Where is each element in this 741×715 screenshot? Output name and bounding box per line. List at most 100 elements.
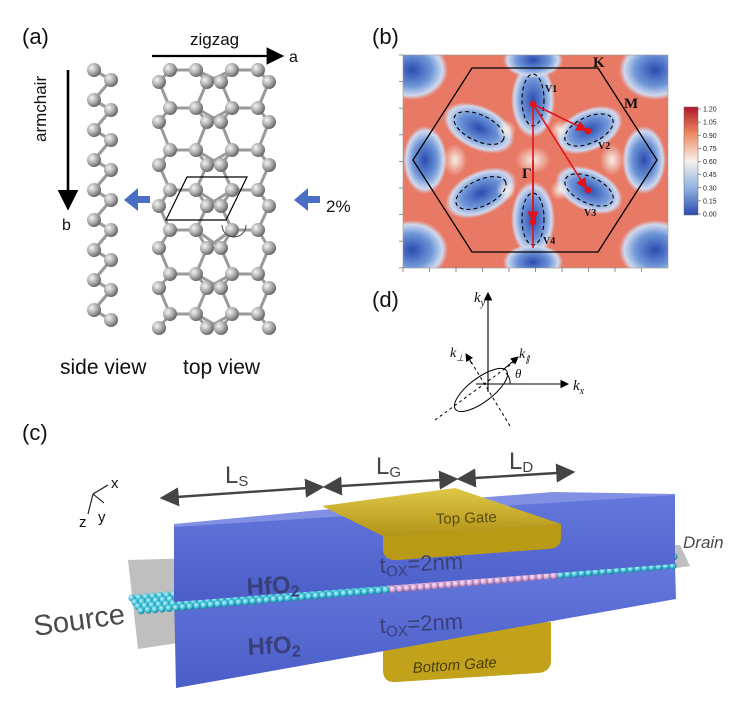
side-atom xyxy=(87,153,101,167)
top-atom xyxy=(262,241,276,255)
tox-bottom-label: tOX=2nm xyxy=(379,609,464,641)
side-atom xyxy=(104,223,118,237)
colorbar-tick-label: 1.05 xyxy=(703,120,717,127)
top-atom xyxy=(262,158,276,172)
top-atom xyxy=(189,267,203,281)
top-atom xyxy=(163,101,177,115)
top-atom xyxy=(200,115,214,129)
side-atom xyxy=(104,163,118,177)
top-gate-label: Top Gate xyxy=(436,509,497,528)
ls-label: LS xyxy=(225,462,248,490)
colorbar-ticks: 1.201.050.900.750.600.450.300.150.00 xyxy=(698,107,717,219)
axis-x-label: x xyxy=(111,475,119,492)
side-atom xyxy=(104,253,118,267)
axis-z-label: z xyxy=(79,514,87,531)
source-label: Source xyxy=(32,598,127,642)
side-atom xyxy=(87,243,101,257)
top-atom xyxy=(163,223,177,237)
side-atom xyxy=(87,213,101,227)
valley-vectors xyxy=(527,100,592,248)
valley-v1-label: V1 xyxy=(545,84,557,95)
k-point-label: K xyxy=(593,55,605,71)
side-atom xyxy=(104,133,118,147)
top-atom xyxy=(200,241,214,255)
top-atom xyxy=(225,267,239,281)
ld-label: LD xyxy=(509,448,533,476)
hfo2-top-label: HfO2 xyxy=(246,571,300,603)
kperp-arrow xyxy=(465,353,474,365)
axis-b-label: b xyxy=(62,217,71,234)
theta-label: θ xyxy=(515,366,522,381)
top-atom xyxy=(251,143,265,157)
side-atom xyxy=(104,103,118,117)
colorbar-tick-label: 0.00 xyxy=(703,212,717,219)
panel-b: (b) K M Γ V1 V2 xyxy=(372,24,717,272)
side-atom xyxy=(87,183,101,197)
top-atom xyxy=(152,241,166,255)
panel-c: (c) x z y LS LG LD Top xyxy=(22,420,724,688)
panel-b-label: (b) xyxy=(372,24,399,49)
top-atom xyxy=(152,199,166,213)
colorbar-tick-label: 0.15 xyxy=(703,198,717,205)
side-atom xyxy=(104,73,118,87)
kpar-arrow xyxy=(503,356,519,370)
top-atom xyxy=(152,321,166,335)
top-atom xyxy=(225,101,239,115)
top-atom xyxy=(189,63,203,77)
strain-arrow-right xyxy=(294,188,320,211)
top-atom xyxy=(152,75,166,89)
tox-top-label: tOX=2nm xyxy=(379,549,464,581)
lg-arrow xyxy=(322,470,459,496)
top-atom xyxy=(262,199,276,213)
armchair-label: armchair xyxy=(31,76,50,142)
side-atom xyxy=(87,93,101,107)
side-view-label: side view xyxy=(60,356,147,379)
top-atom xyxy=(214,321,228,335)
panel-a: (a) zigzag a armchair b 2% side view top… xyxy=(22,24,351,379)
valley-v3-label: V3 xyxy=(584,208,596,219)
panel-a-label: (a) xyxy=(22,24,49,49)
axis-y-label: y xyxy=(98,509,106,526)
lg-label: LG xyxy=(376,453,401,481)
top-atom xyxy=(163,63,177,77)
top-atom xyxy=(200,199,214,213)
kperp-label: k⊥ xyxy=(450,346,464,363)
top-atom xyxy=(189,223,203,237)
top-atom xyxy=(251,223,265,237)
top-atom xyxy=(214,281,228,295)
top-atom xyxy=(214,75,228,89)
colorbar-tick-label: 0.45 xyxy=(703,172,717,179)
top-atom xyxy=(189,143,203,157)
brillouin-zone xyxy=(412,67,658,253)
side-atom xyxy=(87,303,101,317)
ls-arrow xyxy=(159,478,325,507)
top-atom xyxy=(225,223,239,237)
colorbar-tick-label: 1.20 xyxy=(703,107,717,114)
coordinate-axes xyxy=(87,484,109,515)
panel-c-label: (c) xyxy=(22,420,48,445)
top-atom xyxy=(251,183,265,197)
kx-label: kx xyxy=(573,378,585,397)
valley-v4-label: V4 xyxy=(543,236,555,247)
fermi-ellipse xyxy=(453,367,509,413)
top-atom xyxy=(251,101,265,115)
top-atom xyxy=(163,183,177,197)
bottom-gate-label: Bottom Gate xyxy=(412,654,497,677)
zigzag-label: zigzag xyxy=(190,30,239,49)
gamma-label: Γ xyxy=(522,166,532,182)
axis-a-label: a xyxy=(289,49,298,66)
top-atom xyxy=(225,307,239,321)
top-atom xyxy=(262,75,276,89)
top-gate-top xyxy=(322,488,561,536)
angle-arc xyxy=(221,224,247,238)
map-ticks xyxy=(399,54,642,272)
top-atom xyxy=(214,158,228,172)
valley-v2-label: V2 xyxy=(598,141,610,152)
top-atom xyxy=(214,115,228,129)
side-atom xyxy=(87,273,101,287)
top-atom xyxy=(189,307,203,321)
strain-label: 2% xyxy=(326,197,351,216)
colorbar xyxy=(683,106,699,216)
kpar-axis xyxy=(434,361,515,421)
